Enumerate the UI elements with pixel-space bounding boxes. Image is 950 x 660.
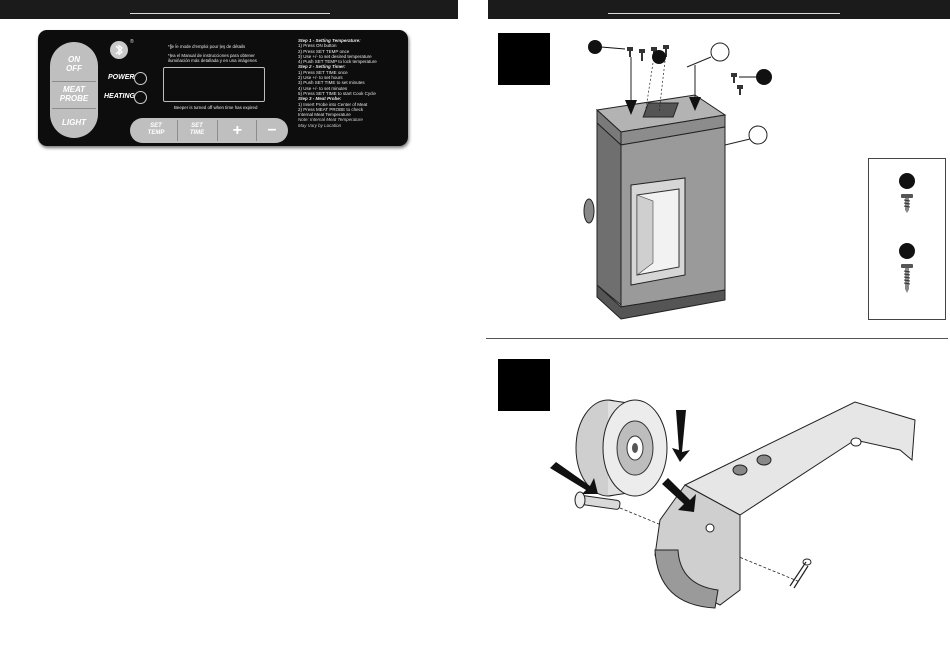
key-divider <box>256 120 257 141</box>
left-button-column: ON OFF MEAT PROBE LIGHT <box>50 42 98 138</box>
header-rule <box>608 13 840 14</box>
step-1: Step 1 - Setting Temperature: 1) Press O… <box>298 38 408 64</box>
light-button[interactable]: LIGHT <box>50 118 98 127</box>
parts-legend <box>868 158 946 320</box>
step-line: 4) Use +/- to set minutes <box>298 85 348 91</box>
instruction-steps: Step 1 - Setting Temperature: 1) Press O… <box>298 38 408 128</box>
step-line: Internal Meat Temperature <box>298 112 351 118</box>
key-divider <box>217 120 218 141</box>
probe-label: PROBE <box>59 94 89 103</box>
step-line: 2) Press SET TEMP once <box>298 48 350 54</box>
minus-button[interactable]: – <box>267 121 277 138</box>
part-callout-a <box>899 173 915 189</box>
time-label: TIME <box>189 130 205 136</box>
right-page-header-bar <box>488 0 950 19</box>
on-label: ON <box>68 55 80 64</box>
step-number-box-2 <box>498 359 550 411</box>
step-line: 2) Press MEAT PROBE to check <box>298 106 364 112</box>
control-panel: ON OFF MEAT PROBE LIGHT ® POWER HEATING … <box>38 30 408 146</box>
power-label: POWER <box>108 74 135 81</box>
step-heading: Step 2 - Setting Timer: <box>298 64 346 70</box>
set-label: SET <box>150 123 162 129</box>
wheel-illustration <box>575 399 668 497</box>
axle-pin-illustration <box>574 491 621 510</box>
off-label: OFF <box>66 64 82 73</box>
step-line: 3) Push SET TIME to set minutes <box>298 80 365 86</box>
meat-probe-button[interactable]: MEAT PROBE <box>50 85 98 103</box>
bluetooth-icon <box>110 41 128 59</box>
heating-label: HEATING <box>104 93 135 100</box>
beeper-note: Beeper is turned off when time has expir… <box>174 105 258 110</box>
step-heading: Step 1 - Setting Temperature: <box>298 38 361 43</box>
step-line: 1) Press SET TIME once <box>298 69 348 75</box>
step-number-box-1 <box>498 33 550 85</box>
manual-note-french: *ļĵe ĺe mode d'emploi pour ļeş de détail… <box>168 44 246 49</box>
long-screw-icon <box>901 264 913 293</box>
meat-label: MEAT <box>62 85 86 94</box>
wheel-bracket-illustration <box>550 399 916 609</box>
plus-button[interactable]: + <box>232 122 242 139</box>
on-off-button[interactable]: ON OFF <box>50 55 98 73</box>
key-divider <box>177 120 178 141</box>
button-separator <box>52 108 96 109</box>
manual-note-spanish: *ļea el Manual de instrucciones para obt… <box>168 53 255 58</box>
step-line: 4) Push SET TEMP to lock temperature <box>298 59 377 65</box>
cotter-pin-illustration <box>789 558 812 589</box>
step-3: Step 3 - Meat Probe: 1) Insert Probe int… <box>298 96 408 117</box>
set-label: SET <box>191 123 203 129</box>
short-screw-icon <box>901 194 913 213</box>
manual-note-spanish-2: ilumińación más detallada y en una imáge… <box>168 58 257 63</box>
step-line: 5) Press SET TIME to start Cook Cycle <box>298 90 376 96</box>
digital-display <box>163 67 265 102</box>
footnote: Note: Internal Meat Temperature <box>298 117 363 123</box>
light-label: LIGHT <box>62 118 86 127</box>
footnote: May Vary by Location <box>298 122 342 128</box>
set-temp-button[interactable]: SET TEMP <box>138 118 174 143</box>
step-2: Step 2 - Setting Timer: 1) Press SET TIM… <box>298 64 408 96</box>
smoker-cabinet-illustration <box>583 40 772 320</box>
set-buttons-bar: SET TEMP SET TIME + – <box>130 118 288 143</box>
step-line: 1) Press ON button <box>298 43 337 49</box>
set-time-button[interactable]: SET TIME <box>180 118 214 143</box>
left-page-header-bar <box>0 0 458 19</box>
header-rule <box>130 13 330 14</box>
section-divider <box>486 338 948 339</box>
heating-indicator-light <box>134 91 147 104</box>
step-line: 3) Use +/- to set desired temperature <box>298 53 372 59</box>
registered-mark: ® <box>130 39 134 45</box>
step-line: 2) Use +/- to set hours <box>298 75 343 81</box>
button-separator <box>52 81 96 82</box>
power-indicator-light <box>134 72 147 85</box>
temp-label: TEMP <box>147 130 165 136</box>
step-line: 1) Insert Probe into Center of Meat <box>298 101 368 107</box>
part-callout-b <box>899 243 915 259</box>
step-heading: Step 3 - Meat Probe: <box>298 96 342 102</box>
